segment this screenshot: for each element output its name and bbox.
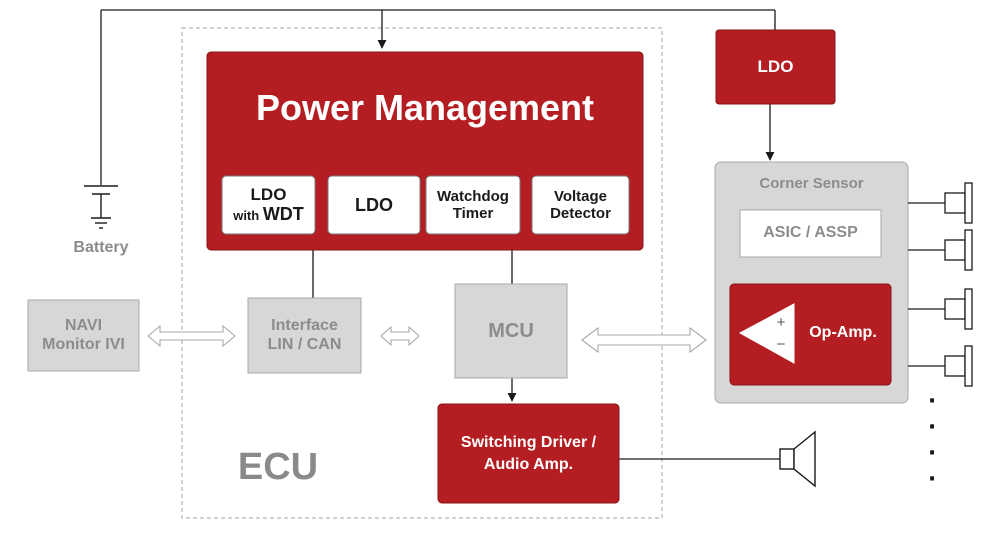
voltage-line1: Voltage <box>553 187 608 205</box>
external-ldo-label: LDO <box>757 57 794 77</box>
sensor-connector-3 <box>908 288 973 330</box>
opamp-minus-sign: − <box>776 336 786 354</box>
ellipsis-dot-4: · <box>927 467 937 493</box>
supply-wires <box>100 9 780 460</box>
sensor-connectors <box>908 182 973 387</box>
opamp-block <box>729 283 892 386</box>
ldo-inner-block <box>327 175 421 235</box>
mcu-block <box>454 283 568 379</box>
speaker-icon <box>779 430 816 488</box>
ldo-wdt-with: with <box>233 208 263 224</box>
ellipsis-dot-2: · <box>927 415 937 441</box>
opamp-triangle-icon <box>738 303 795 364</box>
opamp-label: Op-Amp. <box>809 323 877 341</box>
switching-driver-label: Switching Driver / Audio Amp. <box>438 404 619 503</box>
mcu-label: MCU <box>488 319 534 342</box>
external-ldo-block <box>715 29 836 105</box>
interface-block <box>247 297 362 374</box>
power-management-title: Power Management <box>255 87 595 129</box>
watchdog-line2: Timer <box>452 205 494 222</box>
ellipsis-dot-3: · <box>927 441 937 467</box>
ldo-wdt-line2: with WDT <box>233 204 304 225</box>
voltage-line2: Detector <box>550 205 611 222</box>
ldo-wdt-block <box>221 175 316 235</box>
asic-assp-block <box>739 209 882 258</box>
watchdog-timer-block <box>425 175 521 235</box>
watchdog-timer-label: Watchdog Timer <box>426 176 520 234</box>
navi-interface-arrow <box>147 324 236 348</box>
interface-label: Interface LIN / CAN <box>248 298 361 373</box>
switching-line2: Audio Amp. <box>483 455 574 473</box>
battery-label: Battery <box>73 238 129 256</box>
double-arrows <box>147 324 707 354</box>
ldo-wdt-wdt: WDT <box>262 204 304 225</box>
navi-line2: Monitor IVI <box>42 335 125 353</box>
sensor-connector-2 <box>908 229 973 271</box>
interface-line2: LIN / CAN <box>267 335 342 353</box>
ecu-label: ECU <box>237 446 319 489</box>
ldo-inner-label: LDO <box>355 194 393 215</box>
navi-label: NAVI Monitor IVI <box>28 300 139 371</box>
opamp-plus-sign: + <box>776 314 786 332</box>
ecu-boundary <box>181 27 663 519</box>
watchdog-line1: Watchdog <box>437 187 509 205</box>
navi-block <box>27 299 140 372</box>
switching-driver-block <box>437 403 620 504</box>
sensor-connector-1 <box>908 182 973 224</box>
ldo-wdt-line1: LDO <box>250 184 287 204</box>
asic-assp-label: ASIC / ASSP <box>763 224 858 242</box>
switching-line1: Switching Driver / <box>460 433 597 451</box>
ellipsis-dot-1: · <box>927 389 937 415</box>
navi-line1: NAVI <box>64 317 103 335</box>
corner-sensor-title: Corner Sensor <box>759 175 864 193</box>
voltage-detector-block <box>531 175 630 235</box>
sensor-connector-4 <box>908 345 973 387</box>
interface-line1: Interface <box>271 317 338 335</box>
interface-mcu-arrow <box>380 325 420 347</box>
ldo-wdt-label: LDO with WDT <box>222 176 315 234</box>
battery-symbol <box>84 185 118 229</box>
voltage-detector-label: Voltage Detector <box>532 176 629 234</box>
mcu-sensor-arrow <box>581 326 707 354</box>
